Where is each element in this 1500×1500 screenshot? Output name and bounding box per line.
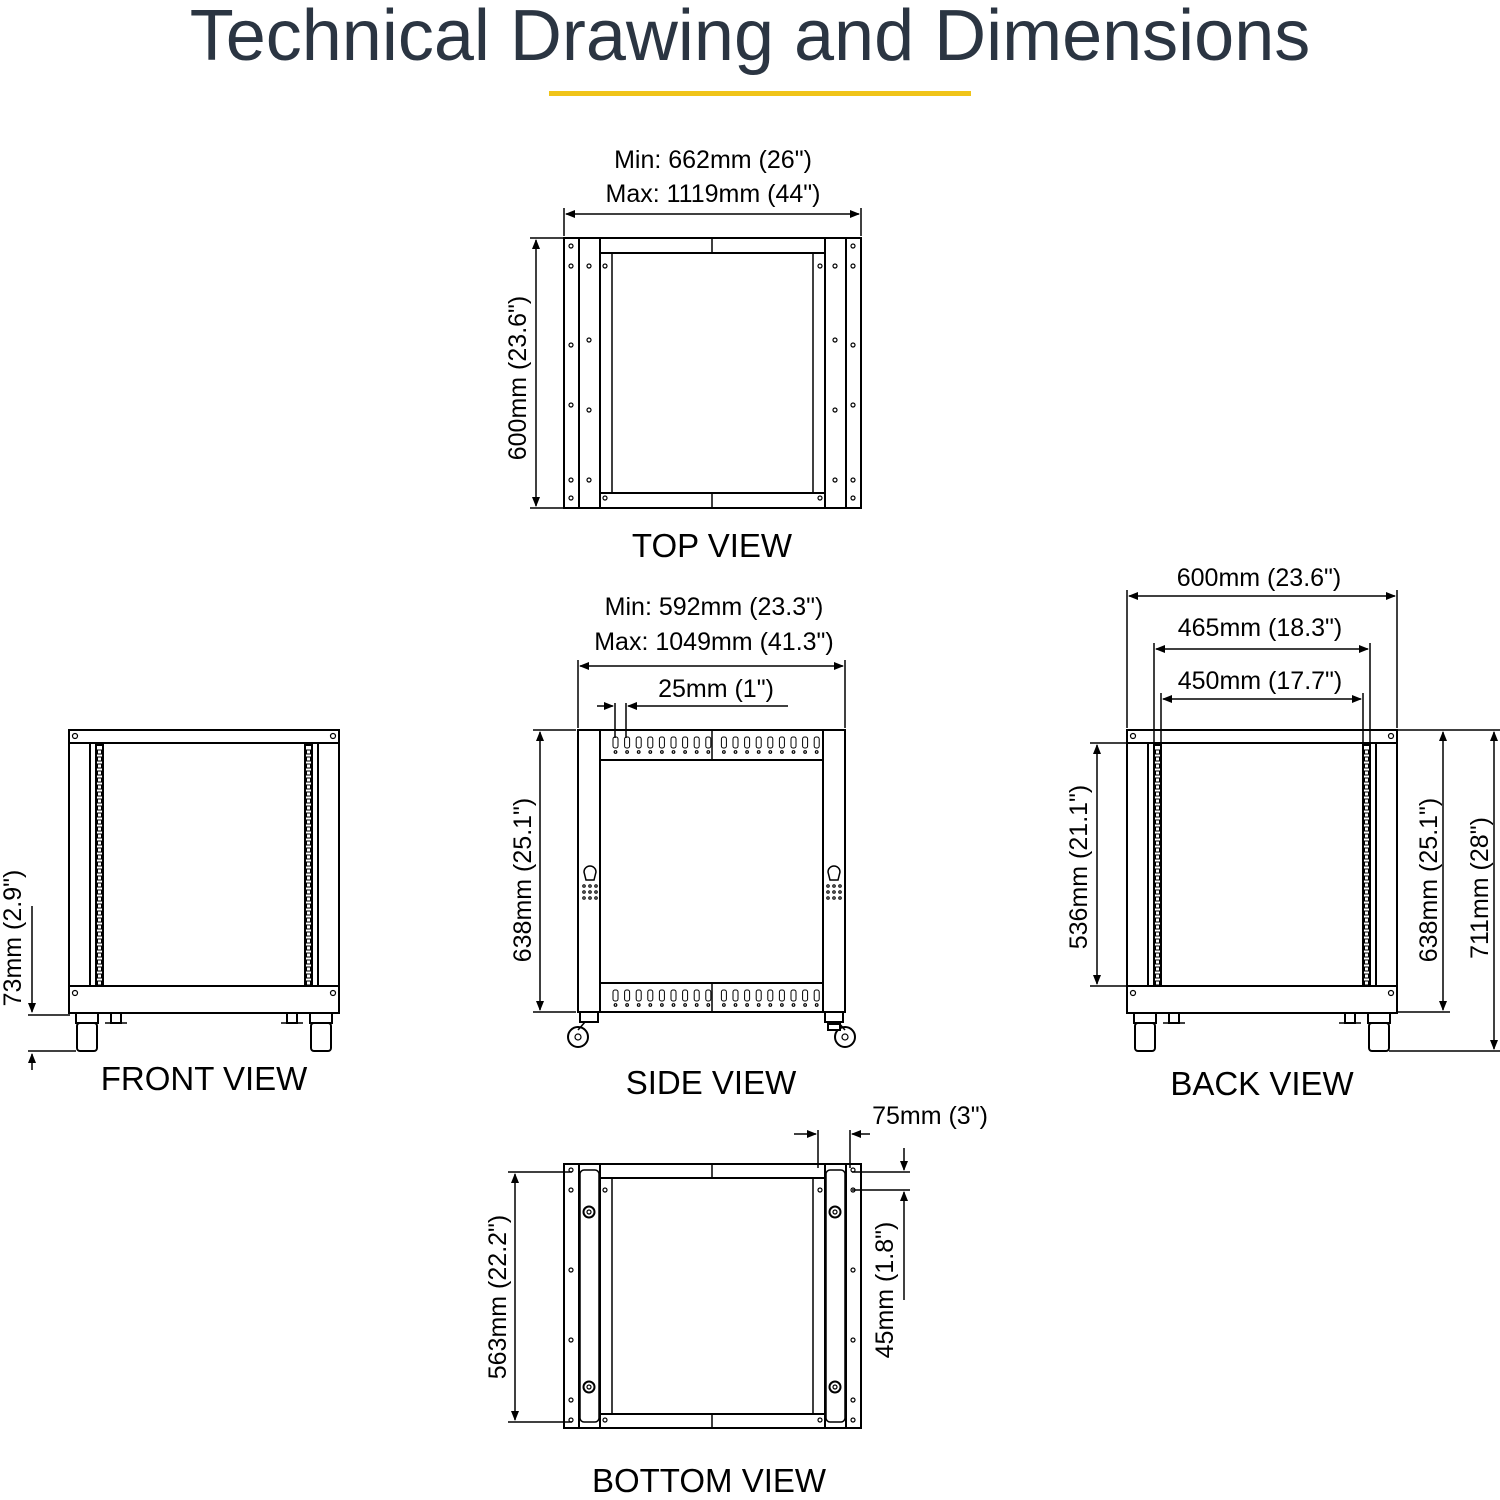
bottom-edge-offset-label: 75mm (3"): [872, 1102, 988, 1130]
side-view-drawing: [567, 729, 856, 1048]
top-view-width-dimension: [563, 208, 862, 236]
back-height-dimensions: [1090, 729, 1500, 1052]
top-view-depth-dimension: [530, 237, 564, 509]
bottom-hole-offset-label: 45mm (1.8"): [871, 1222, 899, 1359]
front-caster-height-label: 73mm (2.9"): [0, 870, 27, 1007]
side-height-label: 638mm (25.1"): [509, 798, 537, 963]
side-hole-spacing-dimension: [597, 702, 788, 738]
back-view-drawing: [1126, 729, 1398, 1052]
back-frame-height-label: 638mm (25.1"): [1415, 798, 1443, 963]
title-underline: [549, 91, 971, 96]
bottom-view-drawing: [563, 1163, 862, 1429]
back-outer-width-label: 600mm (23.6"): [1177, 564, 1342, 592]
front-view-drawing: [68, 729, 340, 1052]
bottom-depth-dimension: [508, 1171, 572, 1423]
side-depth-max-label: Max: 1049mm (41.3"): [594, 628, 834, 656]
top-depth-label: 600mm (23.6"): [504, 296, 532, 461]
back-usable-height-label: 536mm (21.1"): [1065, 785, 1093, 950]
side-height-dimension: [533, 729, 576, 1013]
bottom-edge-offset-dimension: [794, 1130, 870, 1168]
back-view-label: BACK VIEW: [1170, 1065, 1354, 1102]
top-width-max-label: Max: 1119mm (44"): [606, 180, 821, 208]
bottom-view-label: BOTTOM VIEW: [592, 1462, 827, 1499]
bottom-hole-offset-dimension: [852, 1148, 910, 1300]
side-hole-spacing-label: 25mm (1"): [658, 675, 774, 703]
back-width-dimensions: [1126, 590, 1398, 744]
bottom-depth-label: 563mm (22.2"): [484, 1215, 512, 1380]
top-width-min-label: Min: 662mm (26"): [614, 146, 812, 174]
back-rail-inner-width-label: 450mm (17.7"): [1178, 667, 1343, 695]
side-view-label: SIDE VIEW: [626, 1064, 797, 1101]
front-caster-height-dimension: [28, 906, 76, 1070]
side-depth-min-label: Min: 592mm (23.3"): [605, 593, 824, 621]
back-rail-outer-width-label: 465mm (18.3"): [1178, 614, 1343, 642]
front-view-label: FRONT VIEW: [101, 1060, 308, 1097]
top-view-drawing: [563, 237, 862, 509]
side-view-depth-dimension: [577, 660, 846, 728]
top-view-label: TOP VIEW: [632, 527, 793, 564]
back-total-height-label: 711mm (28"): [1466, 817, 1494, 959]
page-title: Technical Drawing and Dimensions: [190, 0, 1311, 76]
